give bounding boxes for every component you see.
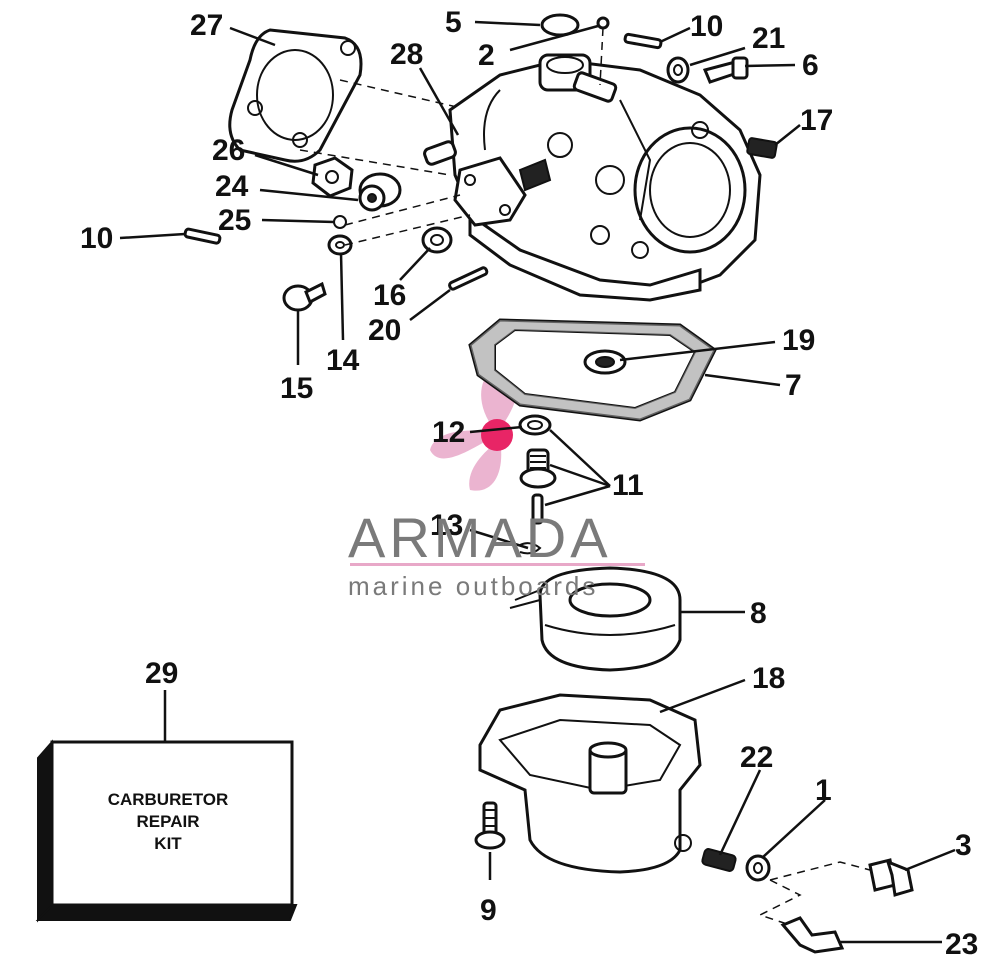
callout-labels: 27 5 2 10 21 6 28 17 26 24 25 10 16 20 1… (80, 6, 978, 961)
part-15-screw (282, 281, 327, 312)
callout-20: 20 (368, 314, 401, 347)
part-20-pin (448, 266, 489, 291)
callout-9: 9 (480, 894, 497, 927)
watermark-propeller-hub (481, 419, 513, 451)
part-26-nut (311, 156, 354, 198)
callout-25: 25 (218, 204, 251, 237)
part-10-pin-top (623, 32, 663, 50)
callout-26: 26 (212, 134, 245, 167)
kit-label-line3: KIT (154, 834, 182, 853)
callout-1: 1 (815, 774, 832, 807)
part-13-clip (519, 542, 542, 555)
kit-label-line1: CARBURETOR (108, 790, 229, 809)
part-3-plug (868, 858, 914, 897)
callout-10-top: 10 (690, 10, 723, 43)
watermark-tagline: marine outboards (348, 571, 598, 601)
callout-24: 24 (215, 170, 249, 203)
callout-14: 14 (326, 344, 360, 377)
callout-21: 21 (752, 22, 785, 55)
kit-label-line2: REPAIR (137, 812, 200, 831)
watermark: ARMADA marine outboards (348, 506, 645, 601)
part-2-ball (596, 16, 610, 30)
float-8 (509, 566, 682, 672)
callout-6: 6 (802, 49, 819, 82)
part-24-bushing (358, 172, 402, 212)
watermark-propeller-blade (430, 430, 495, 459)
part-10-pin-left (183, 227, 222, 245)
callout-28: 28 (390, 38, 423, 71)
throttle-lever-28 (423, 140, 552, 227)
callout-23: 23 (945, 928, 978, 961)
callout-19: 19 (782, 324, 815, 357)
callout-3: 3 (955, 829, 972, 862)
callout-15: 15 (280, 372, 313, 405)
part-11-needle-seat (519, 448, 557, 489)
callout-27: 27 (190, 9, 223, 42)
watermark-propeller-blade (469, 440, 502, 491)
part-22-jet (701, 848, 737, 872)
callout-12: 12 (432, 416, 465, 449)
callout-5: 5 (445, 6, 462, 39)
part-11-needle (531, 493, 544, 525)
part-1-washer (745, 854, 771, 882)
callout-7: 7 (785, 369, 802, 402)
part-19-seal (583, 349, 627, 375)
watermark-rule (350, 563, 645, 566)
float-bowl-18 (478, 693, 702, 874)
callout-18: 18 (752, 662, 785, 695)
gasket-27 (228, 28, 363, 163)
part-6-screw (702, 56, 749, 84)
part-12-washer (518, 414, 552, 436)
part-16-washer (421, 226, 453, 254)
part-21-washer (666, 56, 690, 84)
callout-13: 13 (430, 509, 463, 542)
repair-kit-box: CARBURETOR REPAIR KIT (35, 739, 298, 923)
callout-10-left: 10 (80, 222, 113, 255)
callout-2: 2 (478, 39, 495, 72)
callout-16: 16 (373, 279, 406, 312)
part-25-ring (333, 215, 347, 229)
callout-22: 22 (740, 741, 773, 774)
callout-8: 8 (750, 597, 767, 630)
part-9-screw (474, 801, 506, 850)
callout-11: 11 (612, 469, 644, 502)
part-5-plug (540, 13, 580, 37)
leader-lines (119, 20, 956, 944)
part-17-jet (746, 137, 778, 159)
part-23-fitting (780, 916, 845, 954)
callout-17: 17 (800, 104, 833, 137)
watermark-brand: ARMADA (348, 506, 612, 569)
callout-29: 29 (145, 657, 178, 690)
